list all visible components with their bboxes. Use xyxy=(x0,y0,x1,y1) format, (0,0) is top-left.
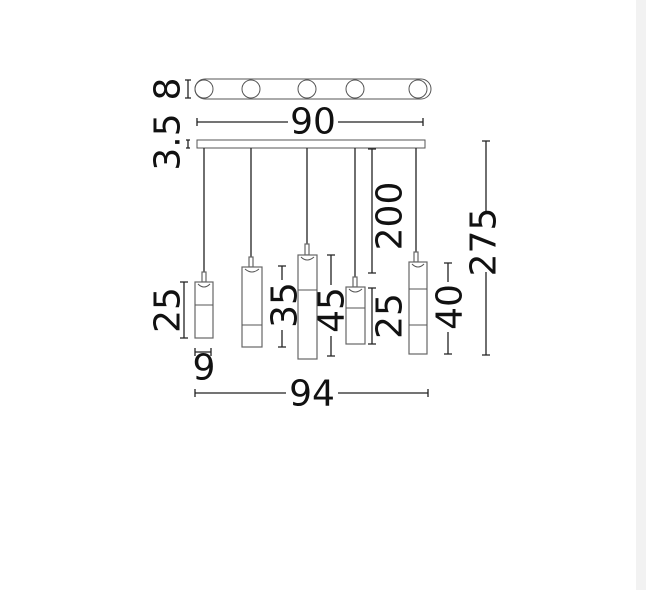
dim-lamp1-height: 25 xyxy=(148,287,189,333)
top-view xyxy=(185,78,432,100)
dim-lamp5-height: 40 xyxy=(430,284,471,330)
top-view-lamp xyxy=(241,79,261,99)
top-view-lamp xyxy=(297,79,317,99)
pendant-lamp-1 xyxy=(194,271,214,339)
top-view-lamp xyxy=(408,79,428,99)
pendant-lamp-4 xyxy=(345,276,366,345)
right-edge-strip xyxy=(636,0,646,590)
dim-lamp2-height: 35 xyxy=(265,282,306,328)
dim-canopy-length: 90 xyxy=(290,102,336,143)
dim-total-width: 94 xyxy=(289,374,335,415)
dim-top-view-depth: 8 xyxy=(148,78,189,101)
dim-canopy-height: 3.5 xyxy=(148,113,189,170)
dim-lamp4-height: 25 xyxy=(370,293,411,339)
dim-total-height: 275 xyxy=(464,208,505,277)
pendant-lamp-2 xyxy=(241,256,263,348)
pendant-lamp-3 xyxy=(297,243,318,360)
canopy xyxy=(196,139,426,149)
top-view-lamp xyxy=(194,79,214,99)
pendant-lamp-5 xyxy=(408,251,428,355)
dim-line-canopy-length xyxy=(196,118,424,126)
top-view-lamp xyxy=(345,79,365,99)
pendants xyxy=(194,148,428,360)
dim-lamp-diameter: 9 xyxy=(193,348,216,389)
dim-cable-length: 200 xyxy=(370,182,411,251)
dim-lamp3-height: 45 xyxy=(312,287,353,333)
